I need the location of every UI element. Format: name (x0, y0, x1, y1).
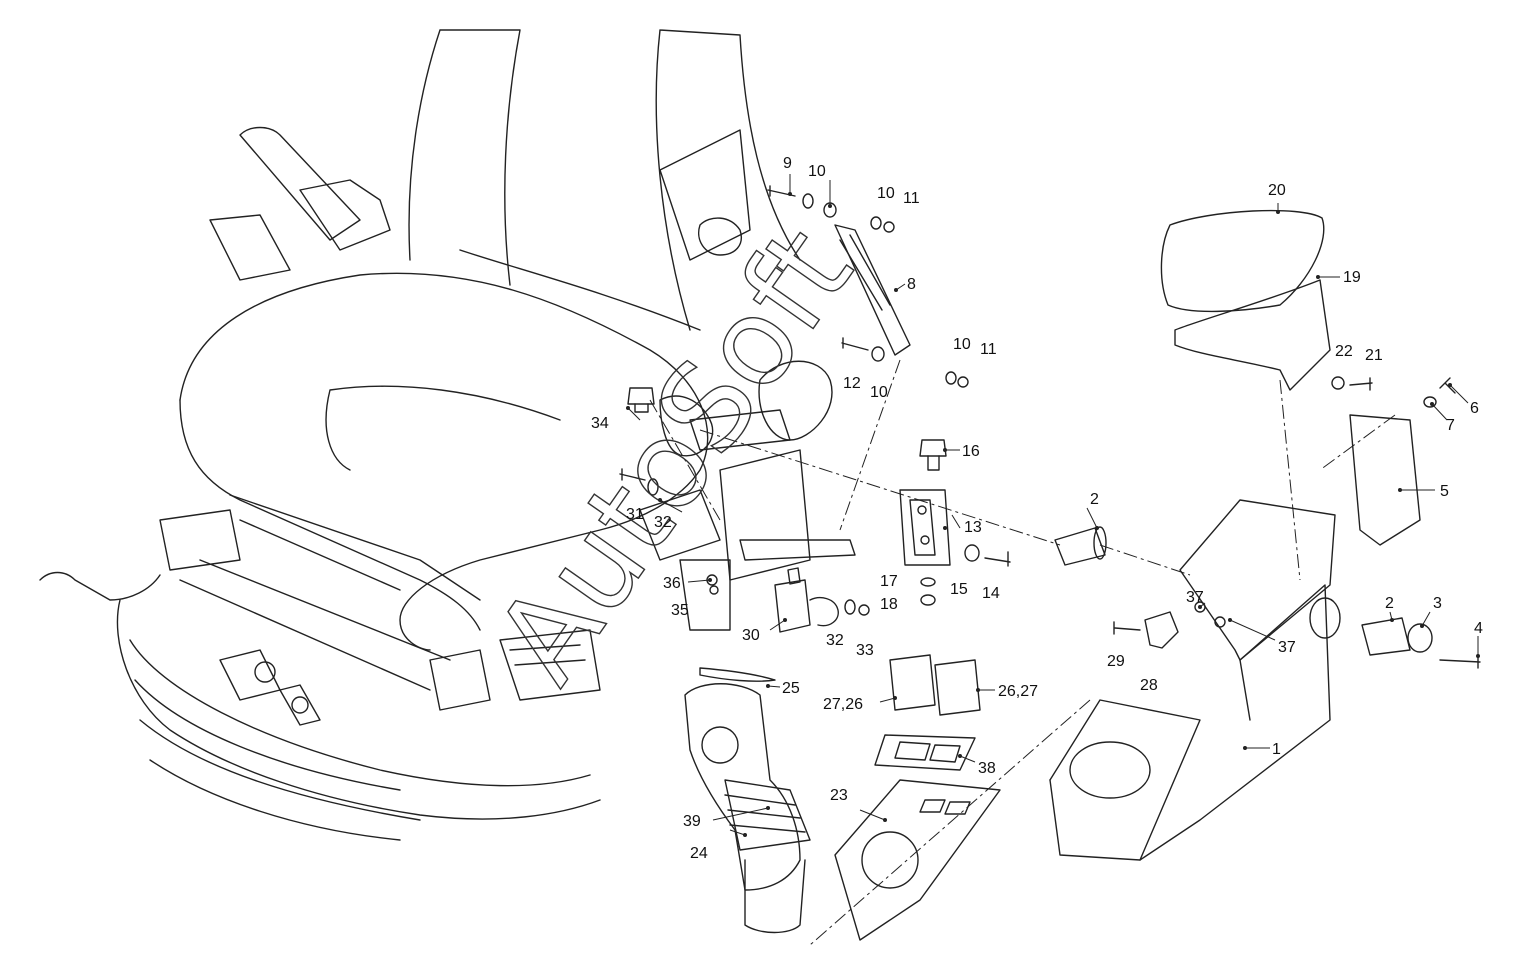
label-17: 17 (880, 573, 898, 590)
label-28: 28 (1140, 677, 1158, 694)
hardware-parts (619, 185, 1481, 682)
label-29: 29 (1107, 653, 1125, 670)
leader-lines (626, 174, 1480, 837)
label-20: 20 (1268, 182, 1286, 199)
label-18: 18 (880, 596, 898, 613)
joystick-assembly (684, 654, 1001, 941)
label-32-left: 32 (654, 514, 672, 531)
label-31: 31 (626, 506, 644, 523)
label-33: 33 (856, 642, 874, 659)
watermark-text: AutoSoft (470, 205, 879, 707)
label-15: 15 (950, 581, 968, 598)
label-26-27: 26,27 (998, 683, 1038, 700)
label-14: 14 (982, 585, 1000, 602)
label-8: 8 (907, 276, 916, 293)
label-9: 9 (783, 155, 792, 172)
label-10-mid: 10 (953, 336, 971, 353)
label-39: 39 (683, 813, 701, 830)
label-10-lower: 10 (870, 384, 888, 401)
label-12: 12 (843, 375, 861, 392)
label-22: 22 (1335, 343, 1353, 360)
label-23: 23 (830, 787, 848, 804)
alignment-lines (649, 359, 1396, 946)
label-3: 3 (1433, 595, 1442, 612)
label-2-right: 2 (1385, 595, 1394, 612)
label-5: 5 (1440, 483, 1449, 500)
label-24: 24 (690, 845, 708, 862)
label-35: 35 (671, 602, 689, 619)
label-27-26: 27,26 (823, 696, 863, 713)
label-4: 4 (1474, 620, 1483, 637)
console-assembly (1049, 209, 1421, 861)
label-21: 21 (1365, 347, 1383, 364)
label-10-right: 10 (877, 185, 895, 202)
pivot-bracket-assembly (639, 129, 856, 631)
gas-spring-8 (834, 224, 911, 356)
label-30: 30 (742, 627, 760, 644)
callout-labels: 1 2 2 3 4 5 6 7 8 9 10 10 10 10 11 11 12… (591, 155, 1483, 862)
label-34: 34 (591, 415, 609, 432)
label-1: 1 (1272, 741, 1281, 758)
label-16: 16 (962, 443, 980, 460)
label-32-right: 32 (826, 632, 844, 649)
label-19: 19 (1343, 269, 1361, 286)
label-7: 7 (1446, 417, 1455, 434)
label-11-top: 11 (903, 190, 920, 207)
label-37-right: 37 (1278, 639, 1296, 656)
label-37-left: 37 (1186, 589, 1204, 606)
label-36: 36 (663, 575, 681, 592)
label-10-top: 10 (808, 163, 826, 180)
seat-assembly (39, 29, 801, 841)
label-13: 13 (964, 519, 982, 536)
label-11-mid: 11 (980, 341, 997, 358)
label-2-left: 2 (1090, 491, 1099, 508)
label-6: 6 (1470, 400, 1479, 417)
label-38: 38 (978, 760, 996, 777)
label-25: 25 (782, 680, 800, 697)
